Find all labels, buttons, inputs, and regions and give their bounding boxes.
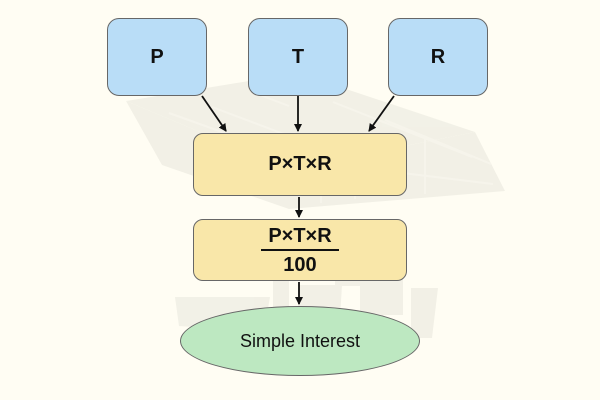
- fraction-expression: P×T×R 100: [261, 226, 339, 276]
- result-label: Simple Interest: [239, 330, 361, 351]
- product-label: P×T×R: [268, 153, 332, 175]
- arrow-r-to-product: [368, 95, 395, 132]
- input-box-t: T: [248, 18, 348, 96]
- input-box-p: P: [107, 18, 207, 96]
- fraction-denominator: 100: [283, 253, 317, 276]
- fraction-numerator: P×T×R: [261, 226, 339, 251]
- input-label-p: P: [150, 45, 164, 68]
- input-box-r: R: [388, 18, 488, 96]
- input-label-t: T: [291, 45, 305, 68]
- arrow-p-to-product: [201, 95, 227, 132]
- fraction-box: P×T×R 100: [193, 219, 407, 281]
- input-label-r: R: [430, 45, 446, 68]
- product-box: P×T×R: [193, 133, 407, 196]
- result-ellipse: Simple Interest: [180, 306, 420, 376]
